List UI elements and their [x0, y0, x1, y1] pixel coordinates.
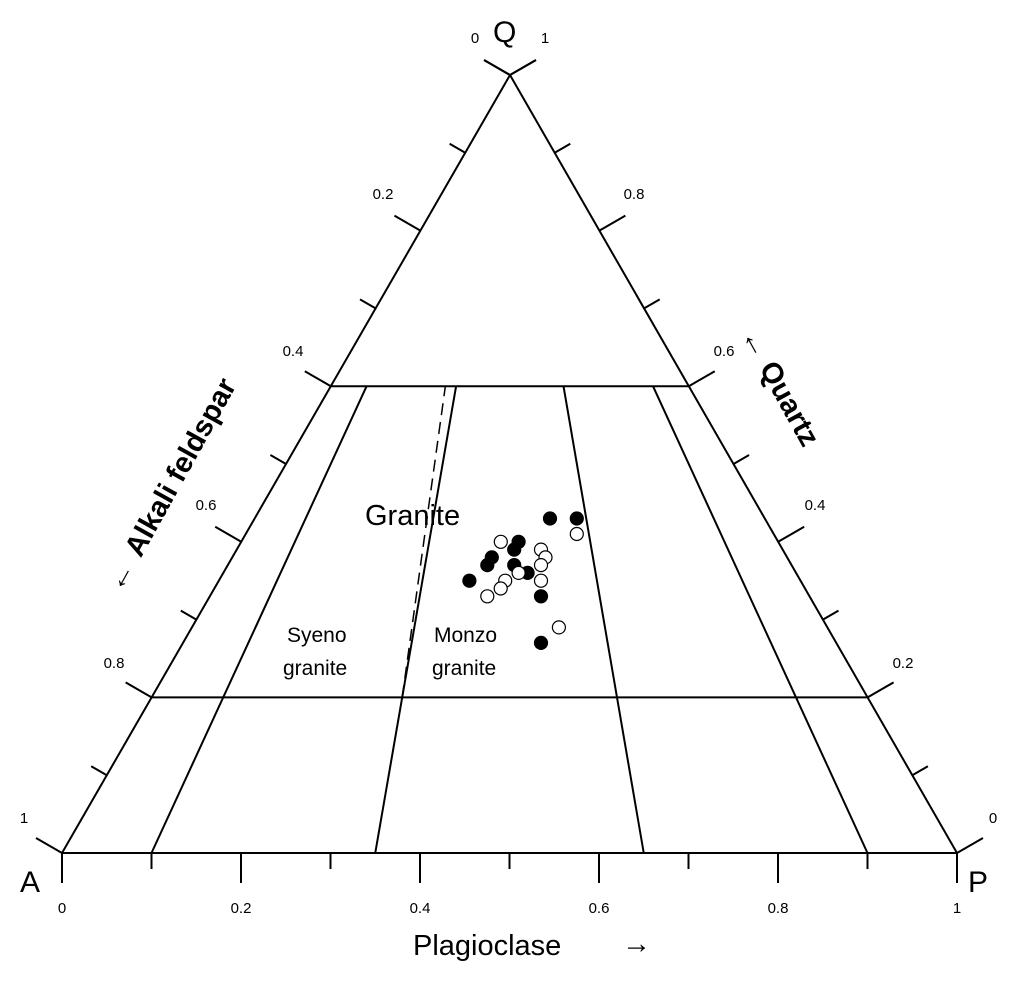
bottom-tick-label: 0.4	[410, 900, 431, 917]
data-point-filled	[533, 589, 549, 604]
data-point-open	[533, 557, 549, 573]
triangle-edge-right	[509, 74, 958, 854]
right-axis-tick	[911, 765, 929, 777]
right-axis-tick	[777, 525, 805, 543]
left-axis-tick	[214, 525, 242, 543]
right-axis-title: ← Quartz	[734, 323, 825, 452]
vertex-label-a: A	[20, 866, 40, 899]
vertex-label-p: P	[968, 866, 988, 899]
region-label-monzo-line2: granite	[432, 657, 496, 680]
left-axis-title: ← Alkali feldspar	[99, 373, 242, 597]
data-point-filled	[480, 557, 495, 573]
field-line-plagioclase-ratio	[374, 386, 458, 854]
left-axis-tick	[180, 609, 197, 621]
bottom-tick-label: 0.2	[231, 900, 252, 917]
data-point-open	[511, 565, 526, 581]
axis-ticks	[35, 59, 984, 883]
data-point-filled	[569, 511, 584, 526]
field-line-syeno-monzo-divider	[401, 386, 447, 698]
data-point-filled	[542, 511, 558, 526]
left-axis-tick	[304, 370, 332, 388]
right-tick-label: 0.6	[714, 343, 735, 360]
right-axis-tick	[956, 837, 984, 854]
right-axis-tick	[598, 214, 626, 232]
vertex-label-q: Q	[493, 16, 516, 49]
data-point-filled	[462, 573, 477, 588]
left-tick-label: 0.2	[373, 186, 394, 203]
bottom-axis-title-text: Plagioclase	[413, 930, 561, 962]
data-point-open	[493, 534, 508, 549]
region-label-granite: Granite	[365, 500, 460, 532]
left-axis-tick	[90, 765, 108, 777]
field-line-plagioclase-ratio	[562, 386, 645, 854]
left-axis-arrow: ←	[99, 556, 141, 597]
right-tick-label: 1	[541, 30, 549, 47]
right-tick-label: 0	[989, 810, 997, 827]
right-axis-tick	[867, 681, 895, 699]
right-tick-label: 0.4	[805, 497, 826, 514]
right-tick-label: 0.8	[624, 186, 645, 203]
triangle-edge-left	[61, 74, 511, 854]
data-point-open	[480, 589, 495, 604]
data-point-open	[569, 526, 584, 542]
right-axis-arrow: ←	[734, 323, 776, 364]
apex-tick	[483, 59, 511, 76]
left-axis-tick	[125, 681, 153, 699]
field-line-plagioclase-ratio	[652, 385, 869, 854]
field-line-plagioclase-ratio	[150, 385, 368, 854]
data-point-open	[493, 581, 508, 596]
left-axis-tick	[35, 837, 63, 854]
bottom-tick-label: 0.6	[589, 900, 610, 917]
right-axis-tick	[732, 454, 750, 465]
left-tick-label: 0.4	[283, 343, 304, 360]
bottom-tick-label: 0	[58, 900, 66, 917]
left-axis-tick	[359, 298, 377, 310]
right-axis-tick	[643, 298, 661, 310]
bottom-axis-title: Plagioclase →	[413, 928, 651, 962]
left-axis-title-text: Alkali feldspar	[119, 373, 243, 562]
data-point-filled	[533, 635, 549, 651]
left-axis-tick	[393, 214, 421, 232]
classification-field-lines	[150, 385, 869, 854]
apex-tick	[509, 59, 537, 76]
bottom-tick-label: 0.8	[768, 900, 789, 917]
data-point-open	[551, 620, 567, 635]
left-tick-label: 1	[20, 810, 28, 827]
right-axis-tick	[554, 142, 571, 154]
right-tick-label: 0.2	[893, 655, 914, 672]
right-axis-tick	[688, 370, 716, 388]
triangle-outline	[61, 74, 958, 854]
left-axis-tick	[269, 454, 287, 465]
data-points	[462, 511, 584, 651]
right-axis-tick	[822, 609, 839, 621]
data-point-filled	[507, 542, 522, 557]
right-axis-title-text: Quartz	[753, 356, 826, 452]
region-label-monzo-line1: Monzo	[434, 624, 497, 647]
left-tick-label: 0.8	[104, 655, 125, 672]
data-point-open	[533, 573, 549, 588]
bottom-axis-arrow: →	[622, 928, 651, 960]
left-axis-tick	[449, 142, 466, 154]
left-tick-label: 0	[471, 30, 479, 47]
region-label-syeno-line1: Syeno	[287, 624, 347, 647]
region-label-syeno-line2: granite	[283, 657, 347, 680]
left-tick-label: 0.6	[196, 497, 217, 514]
bottom-tick-label: 1	[953, 900, 961, 917]
